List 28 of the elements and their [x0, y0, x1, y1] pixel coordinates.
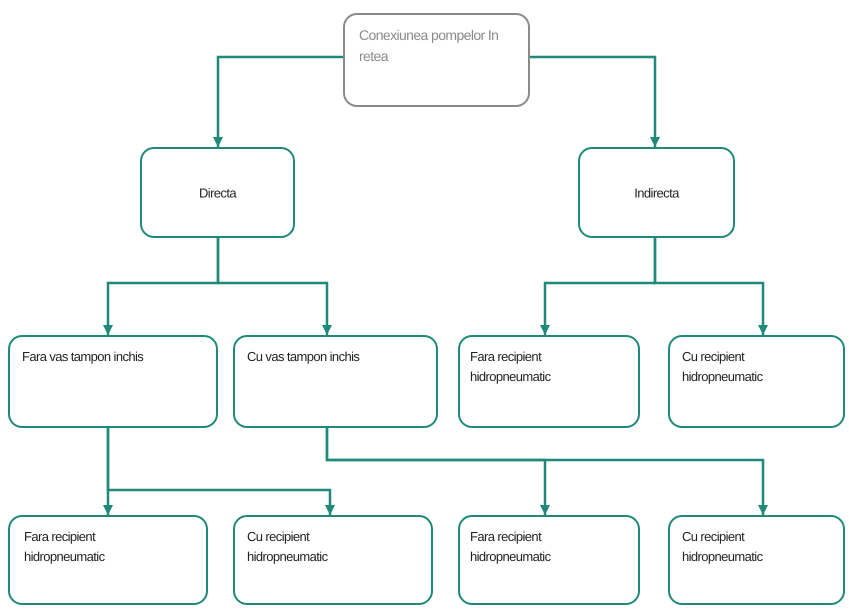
node-label: Cu recipient hidropneumatic: [682, 528, 764, 566]
category-box: [140, 147, 295, 238]
category-box: [458, 515, 640, 605]
node-label: Fara recipient hidropneumatic: [470, 528, 552, 566]
node-label: Conexiunea pompelor In retea: [359, 26, 499, 66]
category-box: [578, 147, 735, 238]
category-box: [233, 335, 438, 428]
connector-arrow: [326, 428, 768, 515]
node-label: Cu recipient hidropneumatic: [247, 528, 329, 566]
node-label: Directa: [198, 184, 238, 202]
category-box: [8, 515, 208, 605]
connector-arrow: [213, 56, 343, 147]
node-label: Cu recipient hidropneumatic: [682, 348, 764, 386]
category-box: [668, 335, 845, 428]
node-label: Cu vas tampon inchis: [247, 348, 360, 366]
connector-arrow: [216, 238, 332, 335]
node-label: Fara vas tampon inchis: [22, 348, 144, 366]
node-label: Fara recipient hidropneumatic: [470, 348, 552, 386]
connector-arrow: [530, 56, 660, 147]
category-box: [668, 515, 845, 605]
connector-arrow: [106, 428, 335, 515]
category-box: [8, 335, 218, 428]
node-label: Indirecta: [633, 184, 680, 202]
node-label: Fara recipient hidropneumatic: [24, 528, 106, 566]
connector-arrow: [654, 238, 768, 335]
root-box: [343, 13, 530, 107]
category-box: [458, 335, 640, 428]
category-box: [233, 515, 433, 605]
